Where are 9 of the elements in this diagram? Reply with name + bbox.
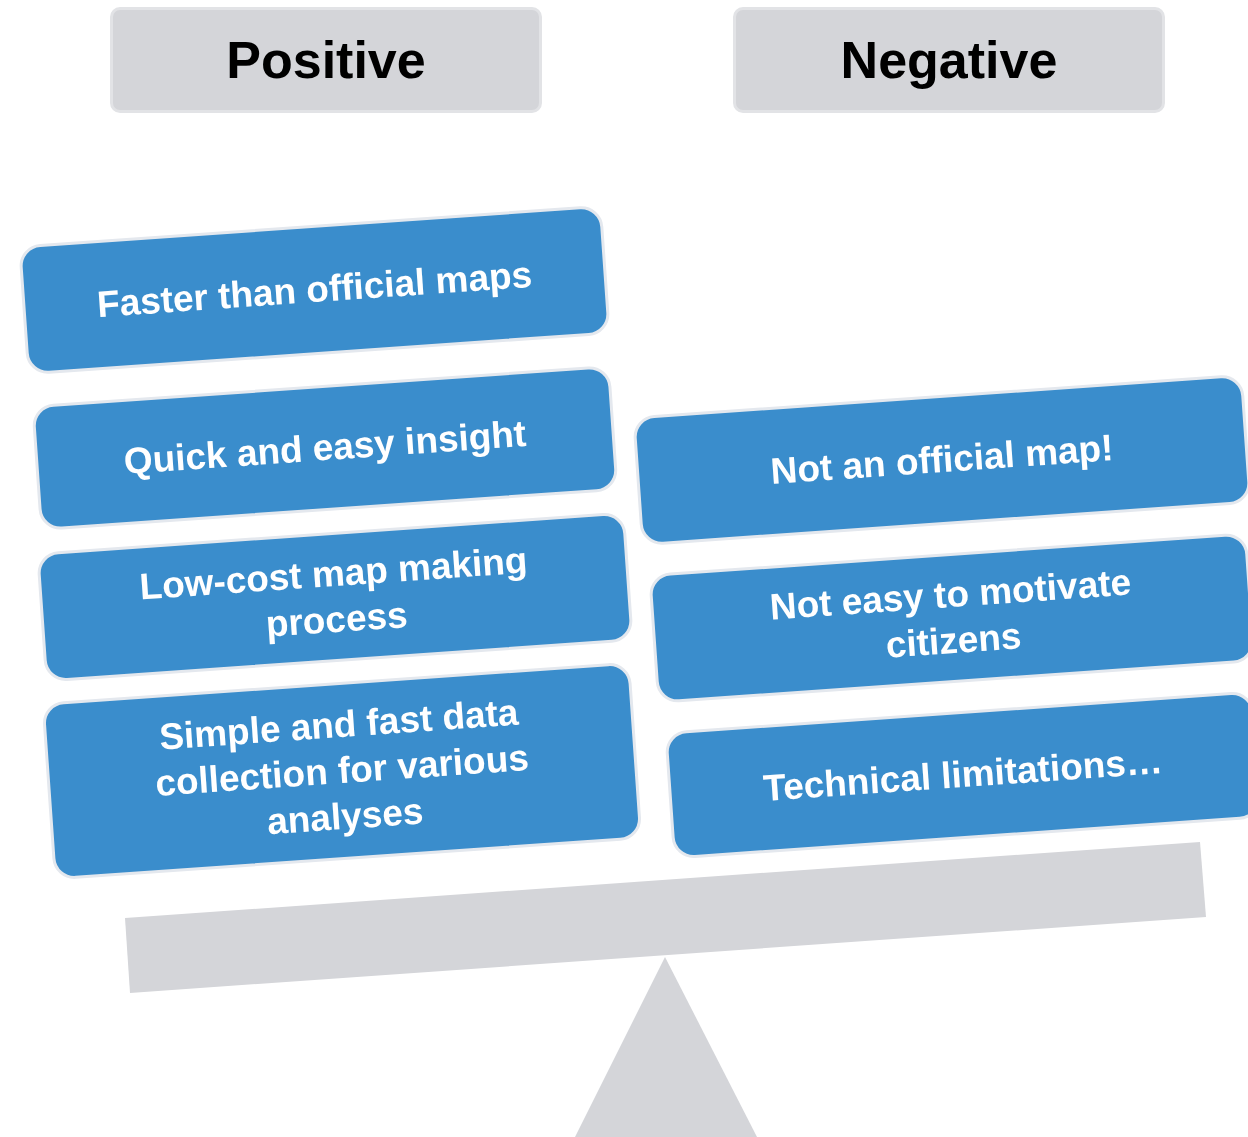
item-box: Low-cost map making process: [36, 511, 634, 683]
item-box: Technical limitations…: [664, 690, 1248, 860]
item-box: Not easy to motivate citizens: [648, 532, 1248, 704]
column-header: Positive: [110, 7, 542, 113]
item-box: Simple and fast data collection for various analyses: [41, 661, 643, 881]
item-box: Not an official map!: [632, 373, 1248, 547]
item-box: Faster than official maps: [18, 204, 611, 376]
item-box: Quick and easy insight: [31, 364, 619, 532]
column-header: Negative: [733, 7, 1165, 113]
